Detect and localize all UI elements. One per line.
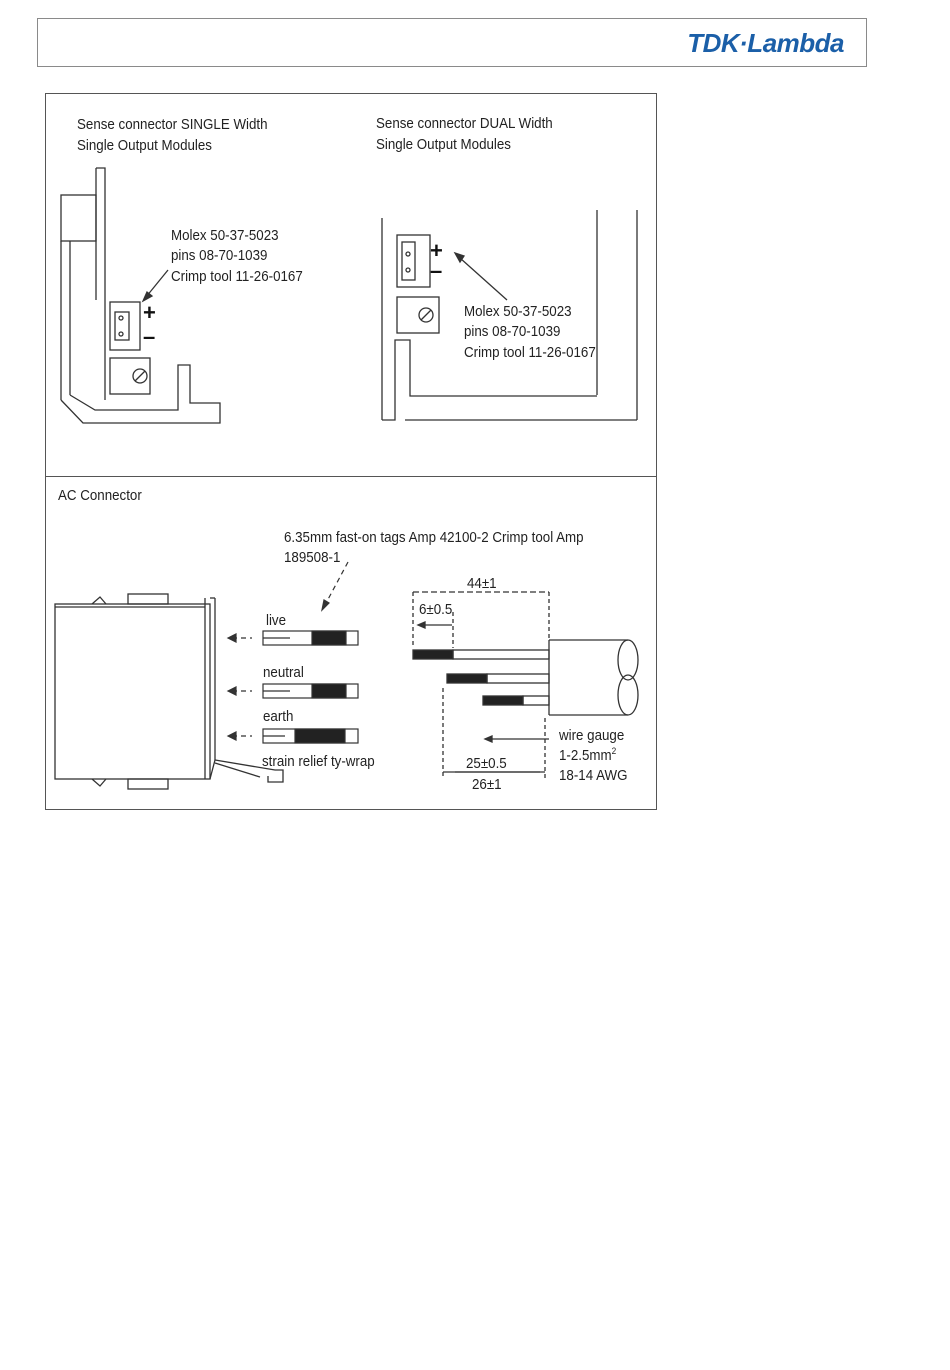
fast-on-line1: 6.35mm fast-on tags Amp 42100-2 Crimp to… [284,530,584,546]
label-earth: earth [263,709,294,725]
sense-dual-title-line1: Sense connector DUAL Width [376,116,553,132]
fast-on-line2: 189508-1 [284,550,341,566]
sense-dual-crimp: Crimp tool 11-26-0167 [464,345,596,361]
wire-gauge-line3: 18-14 AWG [559,768,628,784]
sense-dual-plus: + [430,238,443,263]
label-strain-relief: strain relief ty-wrap [262,754,375,770]
dual-width-module-drawing [381,210,638,421]
figure-divider [45,476,657,477]
sense-dual-molex: Molex 50-37-5023 [464,304,572,320]
label-live: live [266,613,287,629]
dim-total: 44±1 [467,576,497,592]
ac-module-drawing [54,593,284,790]
sense-dual-title-line2: Single Output Modules [376,137,511,153]
sense-single-title-line1: Sense connector SINGLE Width [77,117,268,133]
wire-gauge-line2: 1-2.5mm2 [559,746,616,766]
tdk-lambda-logo: TDK·Lambda [687,28,844,58]
wire-gauge-line2-sup: 2 [611,746,617,757]
wire-gauge-line1: wire gauge [559,728,625,744]
sense-single-plus: + [143,300,156,325]
figure-frame [45,93,657,810]
dim-outer: 26±1 [472,777,502,793]
ac-connector-title: AC Connector [58,488,142,504]
sense-dual-minus: – [430,258,443,283]
cable-drawing [412,591,639,778]
sense-single-crimp: Crimp tool 11-26-0167 [171,269,303,285]
page-header: TDK·Lambda [37,18,867,67]
dim-inner: 25±0.5 [466,756,507,772]
sense-single-minus: – [143,324,156,349]
wire-gauge-line2-base: 1-2.5mm [559,748,612,764]
sense-dual-pins: pins 08-70-1039 [464,324,561,340]
dim-strip: 6±0.5 [419,602,453,618]
single-width-module-drawing [60,167,221,424]
fast-on-tags [226,561,359,744]
sense-single-molex: Molex 50-37-5023 [171,228,279,244]
sense-single-pins: pins 08-70-1039 [171,248,268,264]
label-neutral: neutral [263,665,304,681]
sense-single-title-line2: Single Output Modules [77,138,212,154]
